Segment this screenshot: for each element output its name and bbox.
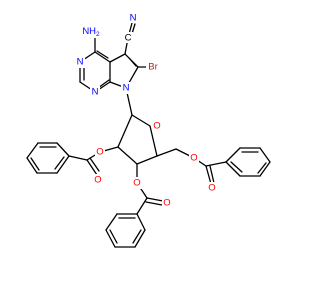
o2-label-bg [95, 146, 105, 158]
furanose-oxygen-label: O [153, 121, 160, 132]
ring-nitrogen-n7-label: N [123, 83, 130, 94]
n7-label-bg [121, 82, 131, 94]
nitrile-n-label-bg [128, 12, 138, 23]
ester-oxygen-o3-label: O [133, 178, 140, 189]
nitrile-c-label-bg [123, 32, 133, 43]
carbonyl-oxygen-right-label: O [208, 183, 215, 194]
atom-labels: NH2 C N Br N N N O O O O O O O [75, 12, 217, 209]
bond-network [26, 22, 271, 248]
n3-label-bg [90, 86, 100, 98]
nitrile-carbon-label: C [125, 33, 132, 44]
chemical-structure: NH2 C N Br N N N O O O O O O O [26, 12, 271, 248]
nitrile-nitrogen-label: N [130, 13, 137, 24]
n1-label-bg [75, 56, 85, 68]
carbonyl-o-bottom-label-bg [162, 197, 172, 209]
carbonyl-oxygen-bottom-label: O [163, 198, 170, 209]
carbonyl-o-left-label-bg [93, 174, 103, 186]
o5-label-bg [189, 152, 199, 164]
o3-label-bg [132, 177, 142, 189]
ester-oxygen-o5-label: O [190, 153, 197, 164]
bromine-label: Br [148, 62, 158, 73]
amino-label-bg [83, 26, 105, 38]
ring-nitrogen-n3-label: N [92, 87, 99, 98]
furan-o-label-bg [152, 120, 162, 132]
ester-oxygen-o2-label: O [96, 147, 103, 158]
amino-label: NH2 [82, 26, 100, 38]
ring-nitrogen-n1-label: N [77, 57, 84, 68]
carbonyl-o-right-label-bg [207, 182, 217, 194]
carbonyl-oxygen-left-label: O [94, 175, 101, 186]
bromine-label-bg [146, 61, 161, 73]
